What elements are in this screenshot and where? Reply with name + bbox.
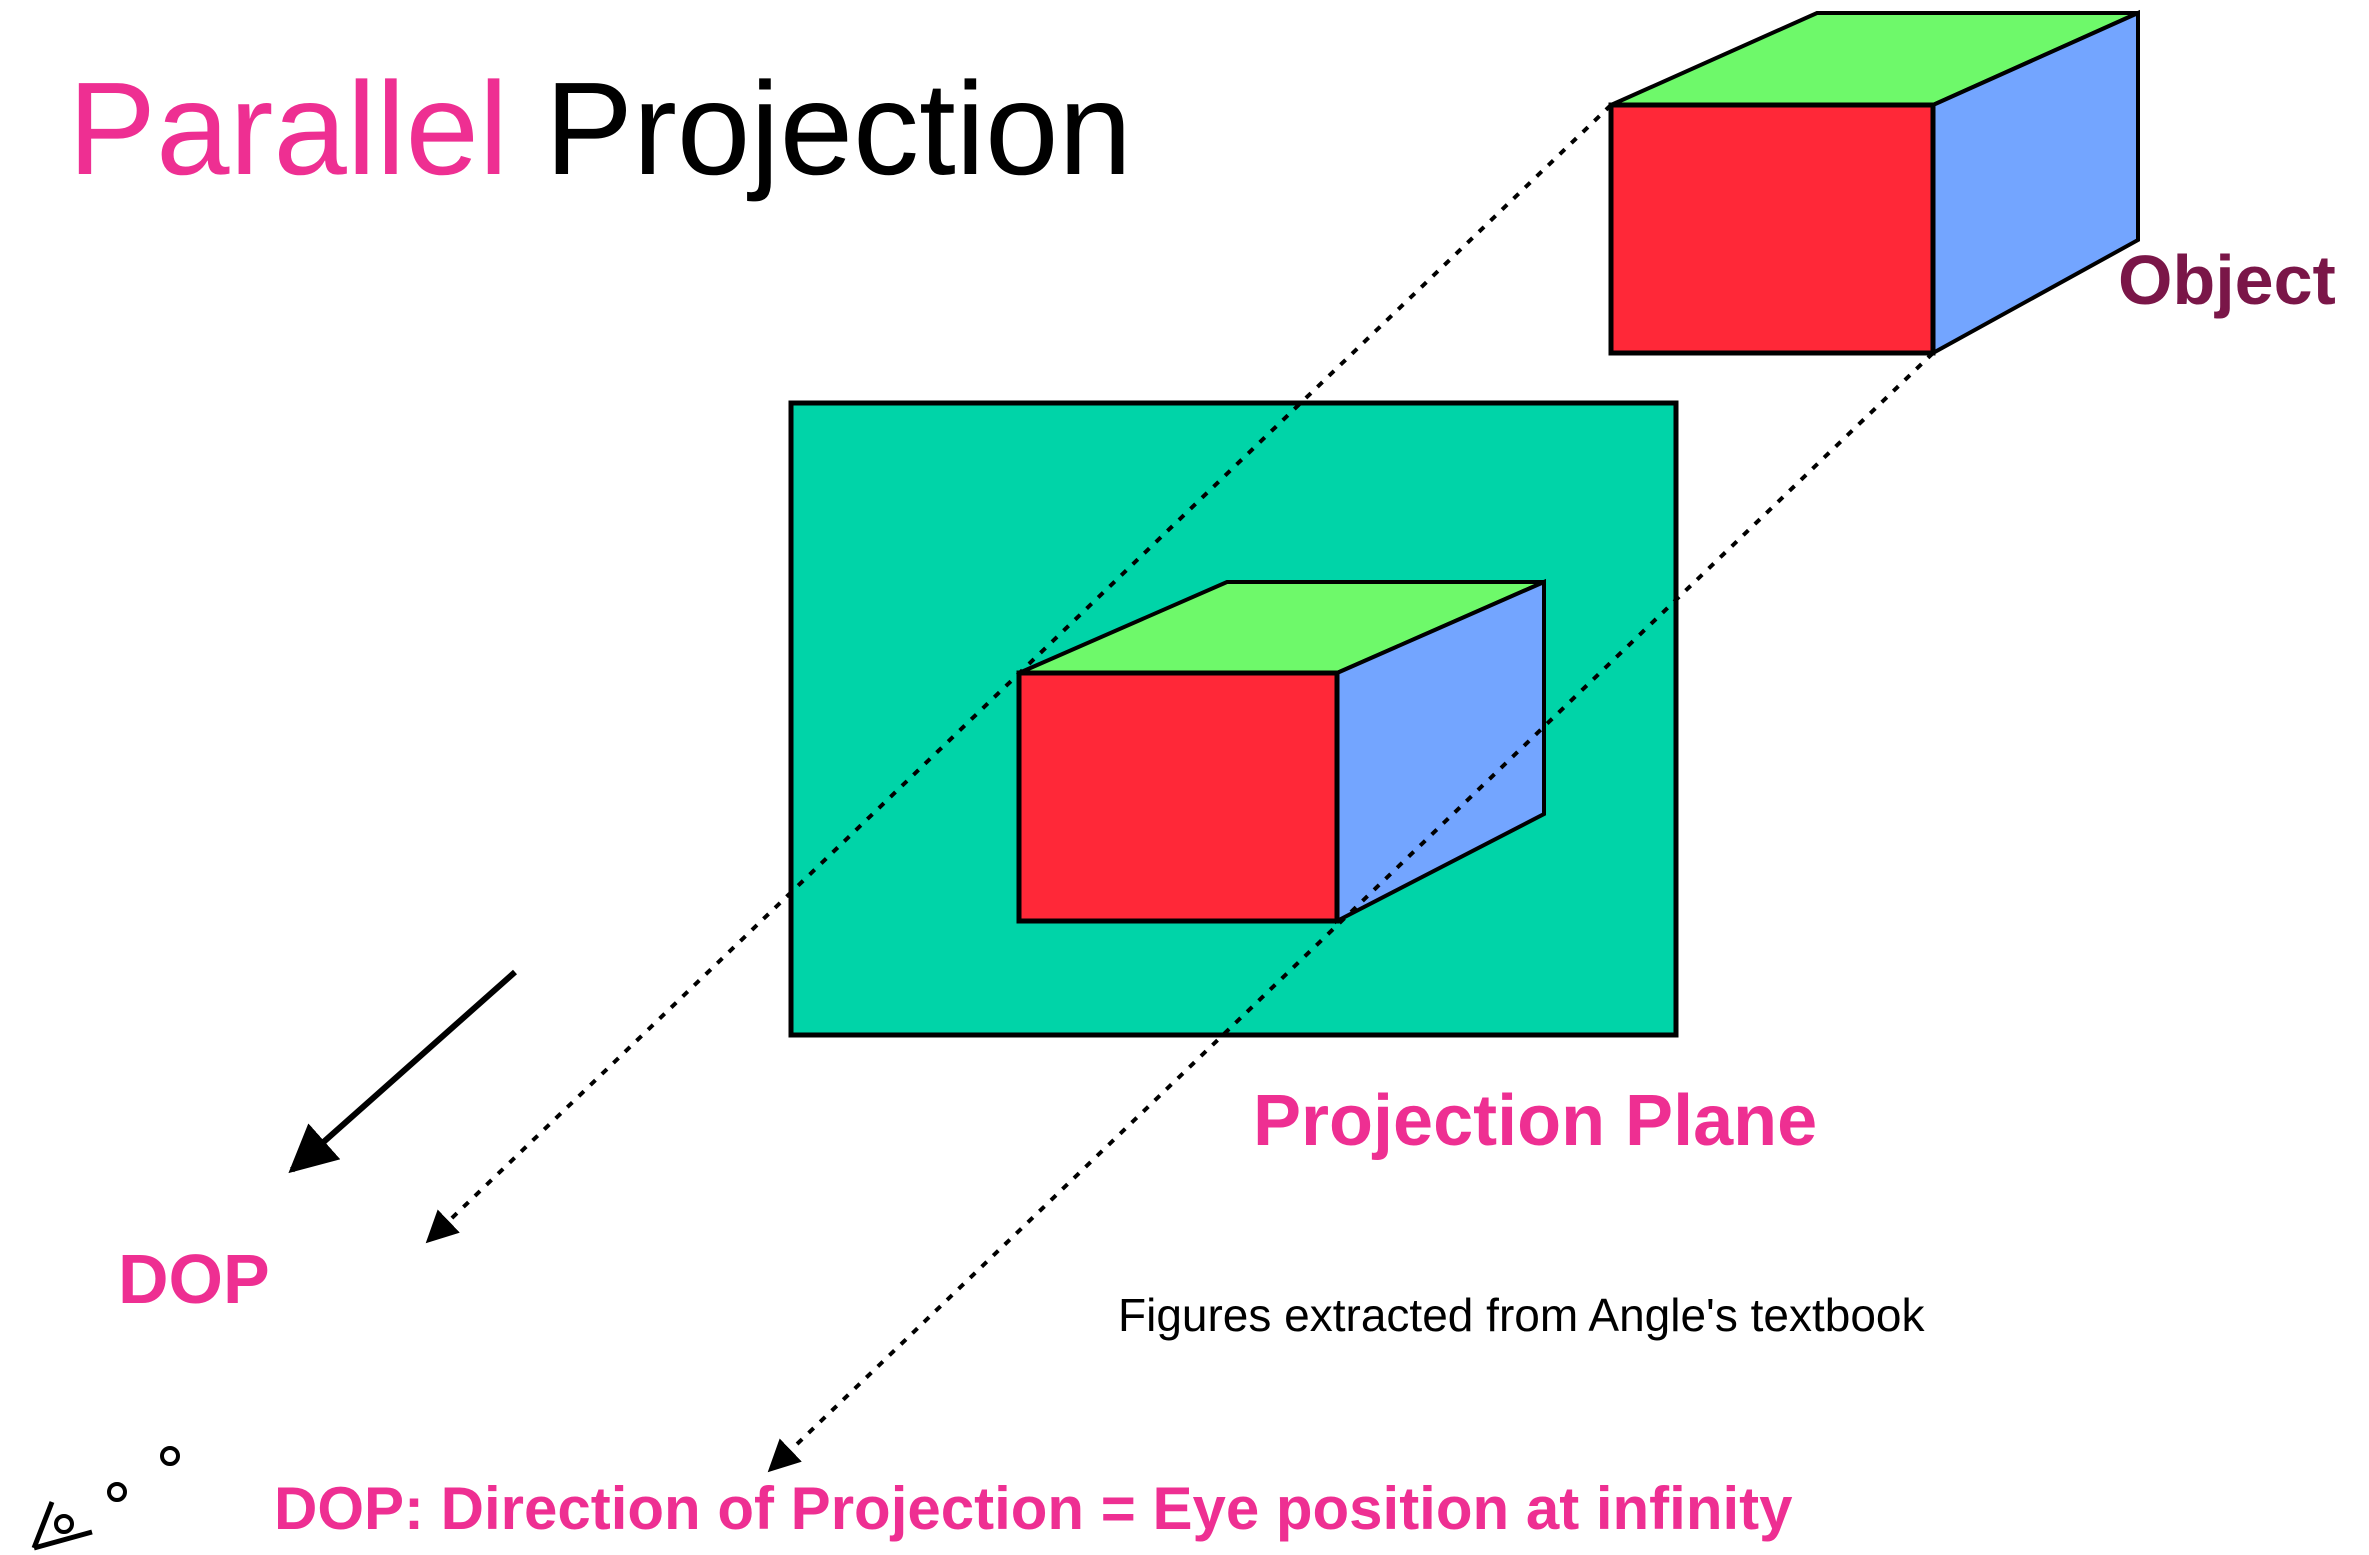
dop-definition: DOP: Direction of Projection = Eye posit…: [274, 1475, 1793, 1542]
ellipsis-dot: [107, 1482, 127, 1502]
page-title: Parallel Projection: [68, 56, 1132, 201]
eye-icon: [31, 1501, 93, 1551]
projection-plane-label: Projection Plane: [1253, 1081, 1818, 1161]
projector-line-lower: [767, 351, 1935, 1473]
source-caption: Figures extracted from Angle's textbook: [1118, 1289, 1925, 1341]
object-box-front: [1608, 102, 1936, 356]
object-label: Object: [2118, 241, 2336, 319]
projector-line-upper: [425, 103, 1613, 1244]
dop-label: DOP: [118, 1240, 270, 1318]
ellipsis-dot: [160, 1446, 180, 1466]
title-word-parallel: Parallel: [68, 55, 509, 202]
dop-arrow: [288, 969, 517, 1174]
projected-box-front: [1016, 670, 1340, 924]
title-word-projection: Projection: [544, 55, 1132, 202]
projected-box: [1016, 578, 1546, 925]
object-box: [1608, 9, 2140, 357]
